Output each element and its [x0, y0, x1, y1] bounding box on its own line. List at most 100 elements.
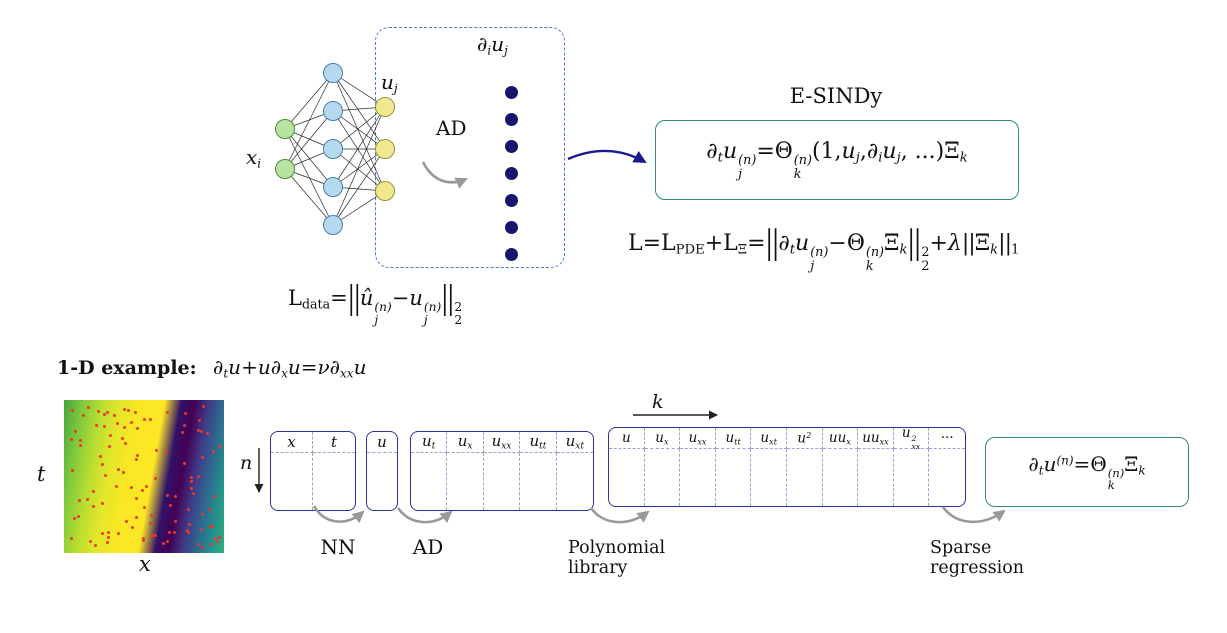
sample-point: [134, 497, 138, 501]
sample-point: [197, 543, 201, 547]
sample-point: [140, 488, 144, 492]
derivative-dot: [505, 194, 518, 207]
example-label: 1-D example:: [57, 357, 197, 379]
sample-point: [86, 406, 90, 410]
sample-point: [154, 448, 158, 452]
sample-point: [218, 445, 221, 449]
sample-point: [101, 462, 105, 466]
sample-point: [91, 505, 95, 509]
sample-point: [121, 437, 125, 441]
sample-point: [192, 491, 195, 495]
sample-point: [184, 411, 188, 415]
sample-point: [187, 531, 191, 535]
sample-point: [129, 485, 133, 489]
sample-point: [123, 442, 127, 446]
sample-point: [102, 412, 106, 416]
step-label-ad: AD: [412, 535, 444, 559]
sample-point: [213, 537, 217, 541]
sample-point: [174, 520, 178, 524]
step-sparse-arrow: [941, 506, 1006, 524]
sample-point: [190, 486, 194, 490]
sample-point: [135, 453, 139, 457]
sample-point: [148, 547, 152, 551]
sample-point: [166, 494, 170, 498]
sample-point: [207, 508, 211, 512]
sample-point: [209, 525, 213, 529]
sample-point: [173, 531, 177, 535]
sample-point: [134, 516, 138, 519]
sample-point: [212, 450, 216, 454]
solution-heatmap: [64, 400, 224, 553]
sample-point: [123, 425, 127, 429]
sample-point: [77, 515, 81, 519]
sample-point: [73, 429, 77, 433]
sample-point: [187, 523, 191, 527]
sample-point: [124, 520, 128, 524]
sample-point: [201, 456, 205, 460]
sample-point: [202, 404, 206, 408]
sample-point: [150, 534, 154, 538]
sample-point: [199, 429, 203, 433]
n-index-label: n: [240, 452, 253, 474]
sample-point: [113, 414, 117, 418]
sample-point: [106, 535, 110, 539]
sample-point: [129, 420, 133, 424]
sample-point: [143, 418, 147, 422]
scatter-points: [64, 400, 224, 553]
sample-point: [98, 455, 102, 459]
sample-point: [213, 495, 217, 499]
sample-point: [150, 513, 153, 517]
nn-input-label: xi: [246, 145, 262, 171]
example-equation: ∂tu + u∂xu = ν∂xxu: [213, 355, 367, 381]
sample-point: [106, 540, 110, 544]
step-label-polynomial-library: Polynomial library: [568, 538, 666, 578]
esindy-equation-box: ∂tu(n)j = Θ(n)k(1, uj, ∂iuj, ...)Ξk: [655, 120, 1019, 200]
sample-point: [148, 417, 152, 421]
sample-point: [187, 507, 191, 511]
sample-point: [96, 409, 100, 413]
sample-point: [199, 527, 203, 531]
sample-point: [116, 467, 120, 471]
neural-network-diagram: [275, 63, 395, 235]
sample-point: [78, 499, 82, 503]
sample-point: [161, 542, 165, 546]
sample-point: [141, 536, 145, 540]
sample-point: [210, 542, 214, 546]
heatmap-xlabel: x: [139, 552, 151, 576]
sample-point: [108, 444, 112, 448]
sample-point: [100, 532, 104, 536]
sample-point: [131, 525, 135, 529]
derivative-dot: [505, 140, 518, 153]
sample-point: [136, 427, 140, 431]
sample-point: [200, 513, 204, 517]
sample-point: [82, 414, 86, 418]
sample-point: [145, 484, 149, 488]
sample-point: [78, 444, 82, 448]
autodiff-dashed-box: [375, 27, 565, 268]
sample-point: [93, 544, 97, 548]
sample-point: [149, 522, 153, 525]
sample-point: [72, 517, 76, 521]
sample-point: [134, 458, 138, 462]
derivatives-to-esindy-arrow: [567, 149, 647, 164]
sample-point: [134, 411, 138, 415]
sample-point: [218, 535, 222, 539]
nn-output-label: uj: [381, 70, 398, 96]
sample-point: [166, 540, 170, 544]
derivative-dot: [505, 248, 518, 261]
sample-point: [70, 468, 74, 472]
sample-point: [69, 438, 73, 442]
sample-point: [78, 438, 82, 442]
sample-point: [165, 449, 169, 453]
sample-point: [182, 423, 186, 427]
sample-point: [121, 470, 125, 474]
sample-point: [181, 431, 185, 435]
step-label-sparse-regression: Sparse regression: [930, 538, 1025, 578]
sample-point: [211, 525, 215, 529]
sample-point: [196, 474, 200, 478]
sample-point: [71, 408, 75, 412]
